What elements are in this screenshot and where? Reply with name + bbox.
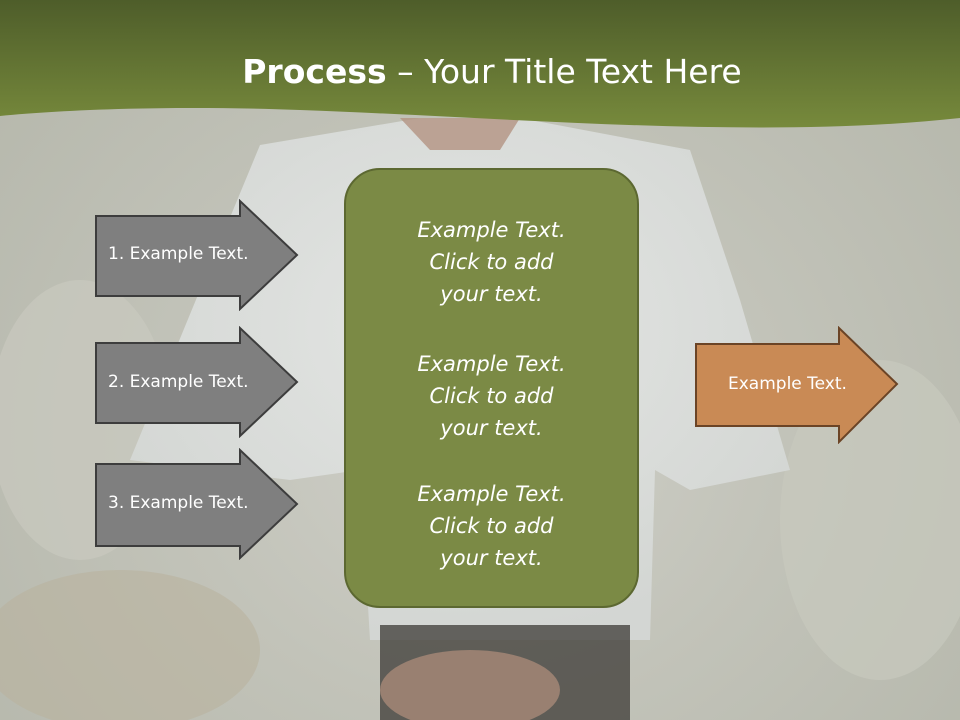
arrow-right-icon [695, 326, 899, 444]
center-block-1-line-2: Click to add [429, 250, 554, 274]
left-arrow-1[interactable]: 1. Example Text. [94, 199, 300, 311]
center-content-box[interactable]: Example Text. Click to add your text. Ex… [344, 168, 639, 608]
header-band [0, 0, 960, 128]
center-block-3: Example Text. Click to add your text. [346, 478, 637, 574]
right-arrow[interactable]: Example Text. [694, 326, 900, 444]
center-block-2-line-3: your text. [440, 416, 543, 440]
center-block-3-line-2: Click to add [429, 514, 554, 538]
left-arrow-2-label: 2. Example Text. [108, 372, 249, 392]
center-block-1: Example Text. Click to add your text. [346, 214, 637, 310]
center-block-1-line-1: Example Text. [417, 218, 566, 242]
left-arrow-3[interactable]: 3. Example Text. [94, 448, 300, 560]
center-block-2-line-2: Click to add [429, 384, 554, 408]
right-arrow-label: Example Text. [728, 374, 847, 394]
center-block-2-line-1: Example Text. [417, 352, 566, 376]
center-block-1-line-3: your text. [440, 282, 543, 306]
center-block-2: Example Text. Click to add your text. [346, 348, 637, 444]
left-arrow-3-label: 3. Example Text. [108, 493, 249, 513]
arrow-right-icon [95, 448, 299, 560]
arrow-right-icon [95, 199, 299, 311]
arrow-right-icon [95, 326, 299, 438]
title-rest: – Your Title Text Here [386, 52, 742, 91]
center-block-3-line-3: your text. [440, 546, 543, 570]
slide-title: Process – Your Title Text Here [0, 52, 960, 91]
center-block-3-line-1: Example Text. [417, 482, 566, 506]
left-arrow-1-label: 1. Example Text. [108, 244, 249, 264]
title-bold: Process [242, 52, 387, 91]
left-arrow-2[interactable]: 2. Example Text. [94, 326, 300, 438]
